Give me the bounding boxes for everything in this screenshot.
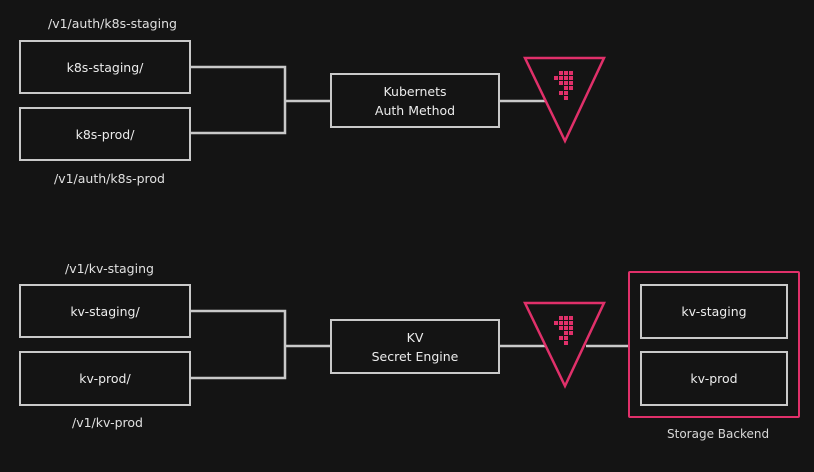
storage-backend-caption: Storage Backend: [667, 427, 770, 441]
auth-staging-mount-label: k8s-staging/: [66, 59, 144, 75]
kv-prod-mount-label: kv-prod/: [79, 371, 131, 386]
kv-prod-path: /v1/kv-prod: [72, 415, 143, 430]
auth-mount-bracket: [191, 65, 287, 135]
kv-engine-line2: Secret Engine: [371, 348, 459, 364]
auth-staging-path: /v1/auth/k8s-staging: [48, 16, 177, 31]
auth-method-line2: Auth Method: [374, 102, 456, 118]
storage-prod-label: kv-prod: [690, 371, 738, 386]
kv-mount-bracket: [191, 309, 287, 380]
storage-staging-box: kv-staging: [640, 284, 788, 339]
vault-logo-icon: [523, 56, 606, 144]
kv-staging-mount: kv-staging/: [19, 284, 191, 338]
auth-method-box: Kubernets Auth Method: [330, 73, 500, 128]
storage-backend-frame: [628, 271, 800, 418]
auth-prod-mount: k8s-prod/: [19, 107, 191, 161]
vault-logo-icon: [523, 301, 606, 389]
kv-engine-box: KV Secret Engine: [330, 319, 500, 374]
kv-staging-path: /v1/kv-staging: [65, 261, 154, 276]
kv-engine-line1: KV: [406, 329, 424, 345]
kv-prod-mount: kv-prod/: [19, 351, 191, 406]
auth-staging-mount: k8s-staging/: [19, 40, 191, 94]
storage-staging-label: kv-staging: [681, 304, 747, 319]
auth-method-line1: Kubernets: [383, 83, 447, 99]
auth-prod-path: /v1/auth/k8s-prod: [54, 171, 165, 186]
auth-prod-mount-label: k8s-prod/: [75, 126, 135, 142]
storage-prod-box: kv-prod: [640, 351, 788, 406]
kv-staging-mount-label: kv-staging/: [70, 303, 140, 319]
